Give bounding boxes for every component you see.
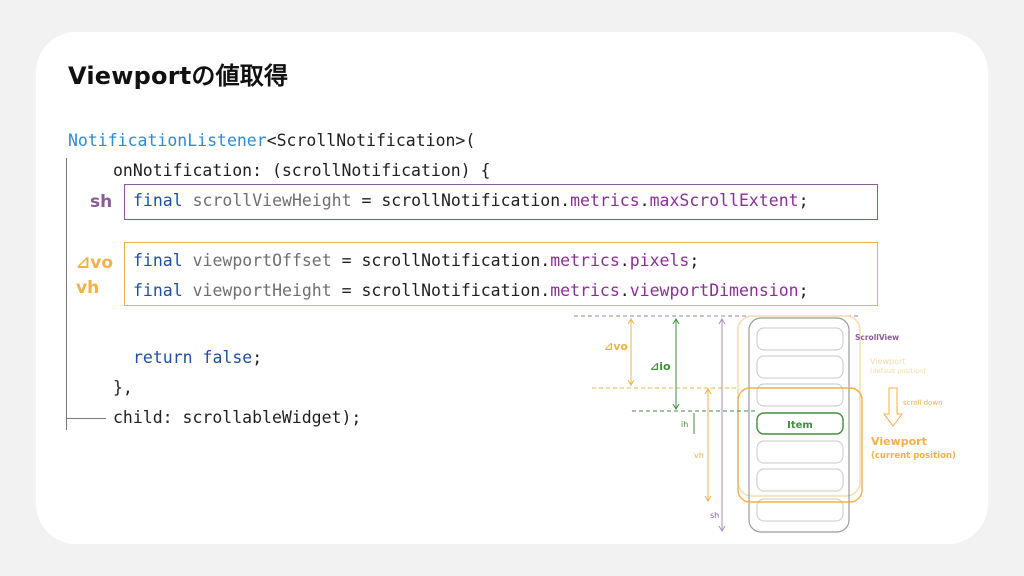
code-semicolon: ; xyxy=(798,281,809,300)
code-line-4: final viewportOffset = scrollNotificatio… xyxy=(133,251,699,271)
code-dot: . xyxy=(639,191,650,210)
scrollview-frame xyxy=(748,317,850,533)
code-expression: = scrollNotification. xyxy=(331,281,551,300)
label-vh: vh xyxy=(76,278,100,298)
label-sh: sh xyxy=(90,192,113,212)
viewport-current-label: Viewport xyxy=(871,435,927,448)
code-line-5: final viewportHeight = scrollNotificatio… xyxy=(133,281,809,301)
label-vo: ⊿vo xyxy=(76,253,114,273)
code-dot: . xyxy=(619,281,630,300)
code-generic: <ScrollNotification>( xyxy=(266,131,476,150)
code-semicolon: ; xyxy=(252,348,263,367)
code-expression: = scrollNotification. xyxy=(331,251,551,270)
list-item xyxy=(756,498,844,522)
viewport-current-sub: (current position) xyxy=(871,451,956,461)
list-item xyxy=(756,327,844,351)
code-line-7: }, xyxy=(113,378,133,397)
code-property: metrics xyxy=(570,191,640,210)
code-keyword: final xyxy=(133,251,183,270)
code-line-2: onNotification: (scrollNotification) { xyxy=(113,161,491,180)
code-tree-horizontal-line xyxy=(66,418,106,419)
code-tree-vertical-line xyxy=(66,158,67,430)
list-item xyxy=(756,383,844,407)
code-line-3: final scrollViewHeight = scrollNotificat… xyxy=(133,191,809,211)
sh-label: sh xyxy=(710,511,719,520)
code-property: pixels xyxy=(629,251,690,270)
code-keyword: return xyxy=(133,348,193,367)
code-property: metrics xyxy=(550,281,620,300)
vh-label: vh xyxy=(694,451,704,460)
list-item xyxy=(756,355,844,379)
scroll-down-arrow-icon xyxy=(883,387,903,427)
item-label: Item xyxy=(787,420,813,431)
code-expression: = scrollNotification. xyxy=(351,191,571,210)
io-label: ⊿io xyxy=(650,360,671,373)
code-semicolon: ; xyxy=(689,251,700,270)
ih-label: ih xyxy=(681,420,688,429)
code-class-name: NotificationListener xyxy=(68,131,267,150)
code-line-1: NotificationListener<ScrollNotification>… xyxy=(68,131,475,151)
code-variable: scrollViewHeight xyxy=(182,191,352,210)
slide-card xyxy=(36,32,988,544)
viewport-default-label: Viewport xyxy=(870,357,905,366)
code-property: viewportDimension xyxy=(629,281,799,300)
code-keyword-false: false xyxy=(192,348,253,367)
scroll-view-height-box xyxy=(124,184,878,220)
viewport-current-frame xyxy=(737,387,863,503)
vo-label: ⊿vo xyxy=(604,340,628,353)
code-line-6: return false; xyxy=(133,348,262,368)
viewport-default-sub: (default position) xyxy=(870,367,926,375)
code-semicolon: ; xyxy=(798,191,809,210)
highlighted-item xyxy=(756,412,844,435)
list-item xyxy=(756,440,844,464)
slide-title: Viewportの値取得 xyxy=(68,62,289,90)
code-variable: viewportHeight xyxy=(182,281,332,300)
code-line-8: child: scrollableWidget); xyxy=(113,408,362,427)
code-dot: . xyxy=(619,251,630,270)
list-item xyxy=(756,468,844,492)
viewport-values-box xyxy=(124,242,878,306)
code-keyword: final xyxy=(133,281,183,300)
code-variable: viewportOffset xyxy=(182,251,332,270)
code-property: maxScrollExtent xyxy=(649,191,799,210)
scrollview-label: ScrollView xyxy=(855,333,899,342)
code-property: metrics xyxy=(550,251,620,270)
scroll-down-label: scroll down xyxy=(903,399,943,407)
code-keyword: final xyxy=(133,191,183,210)
